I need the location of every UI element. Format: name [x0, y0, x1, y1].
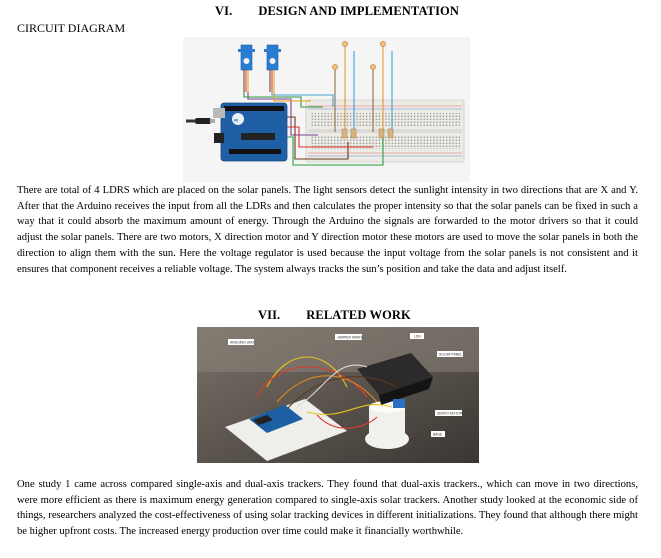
arduino-photo [249, 405, 303, 433]
label-solar-panel: SOLAR PANEL [439, 353, 462, 357]
paragraph-design: There are total of 4 LDRS which are plac… [17, 185, 638, 275]
servo-motor-y [264, 44, 281, 92]
section-title: RELATED WORK [306, 308, 411, 322]
callouts: ARDUINO UNO JUMPER WIRES LDR SOLAR PANEL… [228, 333, 463, 437]
label-servo-motor: SERVO MOTOR [437, 412, 463, 416]
wires [243, 45, 393, 166]
label-base: BASE [433, 433, 443, 437]
usb-plug [186, 118, 215, 124]
label-arduino: ARDUINO UNO [230, 341, 254, 345]
circuit-diagram-svg: ∞ [186, 41, 465, 166]
solar-panel-photo [357, 353, 433, 405]
circuit-diagram-label: CIRCUIT DIAGRAM [17, 21, 126, 35]
label-jumper-wires: JUMPER WIRES [337, 336, 364, 340]
breadboard [305, 99, 465, 163]
section-number: VI. [215, 4, 233, 18]
wires-photo [256, 356, 398, 429]
section-number: VII. [258, 308, 281, 322]
label-ldr: LDR [414, 335, 421, 339]
prototype-photo: ARDUINO UNO JUMPER WIRES LDR SOLAR PANEL… [197, 327, 479, 463]
svg-text:∞: ∞ [234, 118, 238, 124]
prototype-photo-svg: ARDUINO UNO JUMPER WIRES LDR SOLAR PANEL… [197, 327, 479, 463]
section-heading-vi: VI. DESIGN AND IMPLEMENTATION [215, 4, 459, 19]
servo-motor-x [238, 44, 255, 92]
circuit-diagram-figure: ∞ [183, 37, 470, 182]
section-heading-vii: VII. RELATED WORK [258, 308, 411, 323]
base-stand [225, 399, 409, 461]
paragraph-related-work: One study 1 came across compared single-… [17, 479, 638, 538]
servo-photo [393, 399, 405, 408]
resistors [341, 128, 394, 139]
section-title: DESIGN AND IMPLEMENTATION [258, 4, 459, 18]
arduino-board: ∞ [213, 102, 288, 162]
ldr-sensors [332, 41, 386, 70]
